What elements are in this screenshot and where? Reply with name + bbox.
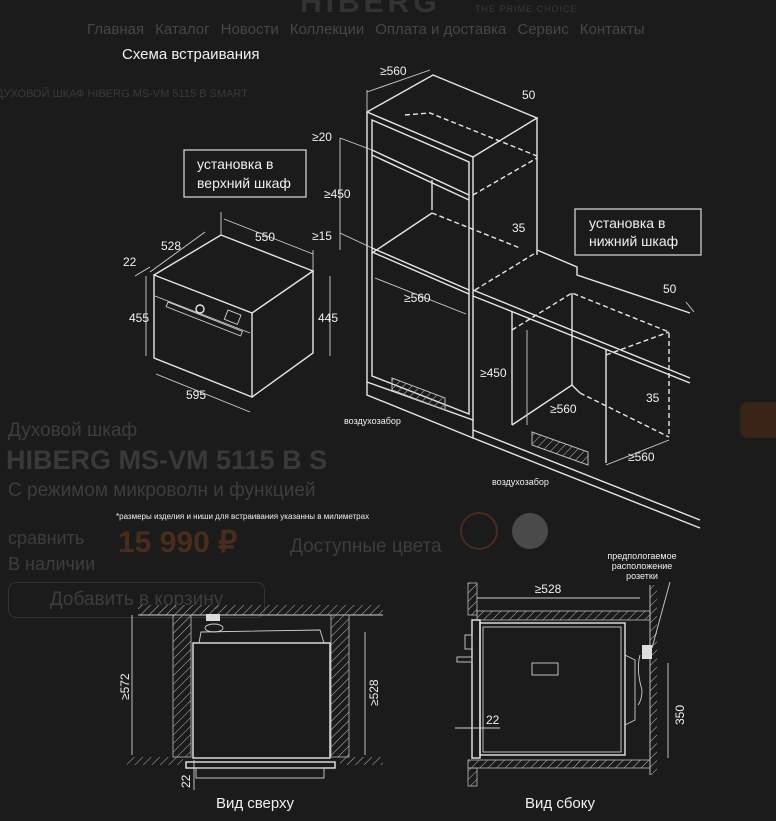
availability: В наличии: [8, 554, 96, 574]
lower-install-box: установка в нижний шкаф: [574, 208, 702, 256]
air-intake-label-lower: воздухозабор: [492, 477, 549, 487]
lower-box-line2: нижний шкаф: [589, 233, 678, 249]
dim-upper-inner-width: ≥560: [404, 291, 431, 305]
buy-button[interactable]: [740, 402, 776, 438]
dim-upper-bottom-gap: ≥15: [312, 229, 332, 243]
diagram-title: Схема встраивания: [122, 46, 260, 63]
dim-top-front: 22: [179, 774, 193, 788]
socket-note-line1: предпологаемое: [607, 551, 676, 561]
dim-upper-width: ≥560: [380, 64, 407, 78]
top-view-drawing: [127, 605, 383, 790]
dim-upper-niche-height: ≥450: [324, 187, 351, 201]
nav-item[interactable]: Контакты: [579, 21, 645, 38]
dim-550: 550: [255, 230, 275, 244]
main-nav: Главная Каталог Новости Коллекции Оплата…: [87, 21, 645, 38]
nav-item[interactable]: Каталог: [155, 21, 210, 38]
product-name: HIBERG MS-VM 5115 B S: [6, 445, 328, 475]
nav-item[interactable]: Главная: [87, 21, 145, 38]
product-subtitle: С режимом микроволн и функцией: [8, 480, 316, 501]
dim-upper-shelf-gap: 35: [512, 221, 526, 235]
color-swatch-gray[interactable]: [512, 513, 548, 549]
price: 15 990 ₽: [118, 526, 238, 559]
dim-lower-shelf-gap: 35: [646, 391, 660, 405]
upper-box-line1: установка в: [197, 156, 273, 172]
upper-cabinet: [339, 69, 539, 440]
dim-upper-top-gap: ≥20: [312, 130, 332, 144]
nav-item[interactable]: Сервис: [517, 21, 569, 38]
footnote: *размеры изделия и ниши для встраивания …: [116, 512, 369, 521]
dim-side-front: 22: [486, 713, 500, 727]
socket-note-line3: розетки: [626, 571, 658, 581]
dim-528: 528: [161, 239, 181, 253]
dim-lower-back-gap: 50: [663, 282, 677, 296]
air-intake-label-upper: воздухозабор: [344, 416, 401, 426]
add-to-cart-button[interactable]: Добавить в корзину: [8, 582, 265, 618]
upper-box-line2: верхний шкаф: [197, 175, 291, 191]
dim-lower-niche-height: ≥450: [480, 366, 507, 380]
nav-item[interactable]: Новости: [220, 21, 279, 38]
dim-side-socket-height: 350: [673, 705, 687, 725]
dim-455: 455: [129, 311, 149, 325]
dim-lower-inner-width: ≥560: [550, 402, 577, 416]
side-view-drawing: [455, 581, 671, 787]
dim-top-depth: ≥572: [118, 673, 132, 700]
dim-595: 595: [186, 388, 206, 402]
logo[interactable]: HIBERG: [300, 0, 441, 21]
logo-tagline: THE PRIME CHOICE: [475, 4, 578, 14]
nav-item[interactable]: Коллекции: [289, 21, 365, 38]
lower-box-line1: установка в: [589, 215, 665, 231]
dim-side-depth: ≥528: [535, 582, 562, 596]
nav-item[interactable]: Оплата и доставка: [375, 21, 507, 38]
breadcrumb[interactable]: ДУХОВОЙ ШКАФ HIBERG MS-VM 5115 B SMART: [0, 88, 248, 100]
dim-lower-depth: ≥560: [628, 450, 655, 464]
side-view-label: Вид сбоку: [525, 795, 595, 812]
compare-link[interactable]: сравнить: [8, 528, 85, 548]
lower-cabinet: [472, 249, 701, 529]
color-swatch-black[interactable]: [460, 512, 498, 550]
dim-upper-back-gap: 50: [522, 88, 536, 102]
dim-top-inner-depth: ≥528: [367, 679, 381, 706]
logo-brand: HIBERG: [300, 0, 441, 19]
dim-445: 445: [318, 311, 338, 325]
socket-note-line2: расположение: [612, 561, 672, 571]
oven-isometric: [134, 212, 331, 413]
top-view-label: Вид сверху: [216, 795, 295, 812]
add-to-cart-label: Добавить в корзину: [49, 589, 224, 611]
air-intake-vent-lower: [531, 431, 589, 466]
upper-install-box: установка в верхний шкаф: [183, 149, 307, 198]
air-intake-vent-upper: [391, 377, 446, 411]
product-category: Духовой шкаф: [8, 420, 138, 441]
dim-22: 22: [123, 255, 137, 269]
colors-label: Доступные цвета: [290, 536, 442, 557]
